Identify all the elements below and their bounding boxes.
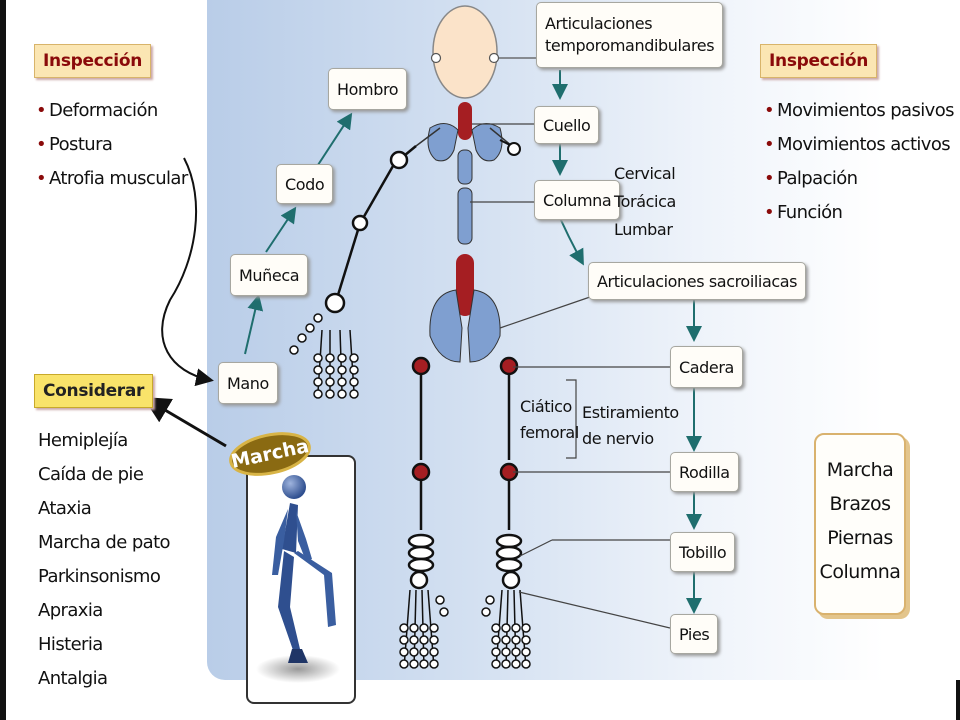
spine xyxy=(456,149,474,316)
gait-card xyxy=(246,455,356,704)
list-item: Función xyxy=(764,196,954,230)
cuello-box: Cuello xyxy=(534,106,600,144)
pelvis xyxy=(429,289,501,363)
list-item: Antalgia xyxy=(38,668,108,689)
list-item: Ataxia xyxy=(38,498,92,519)
flow-arrows xyxy=(244,70,702,614)
estiramiento-line-1: Estiramiento xyxy=(582,403,679,422)
estiramiento-line-2: de nervio xyxy=(582,429,654,448)
list-item: Columna xyxy=(819,561,901,583)
list-item: Movimientos pasivos xyxy=(764,94,954,128)
connector-lines xyxy=(470,123,671,629)
hombro-box: Hombro xyxy=(328,68,408,110)
left-inspection-list: Deformación Postura Atrofia muscular xyxy=(36,94,188,196)
ciatico-label: Ciático femoral xyxy=(520,394,579,446)
list-item: Brazos xyxy=(829,493,892,515)
list-item: Deformación xyxy=(36,94,188,128)
list-item: Movimientos activos xyxy=(764,128,954,162)
walking-figure-icon xyxy=(256,475,340,683)
inspection-to-mano-arrow xyxy=(161,157,214,387)
region-toracica: Torácica xyxy=(614,192,676,211)
list-item: Atrofia muscular xyxy=(36,162,188,196)
list-item: Piernas xyxy=(827,527,893,549)
marcha-badge-shape xyxy=(229,432,311,476)
left-leg-skeleton xyxy=(399,356,449,669)
ciatico-line-1: Ciático xyxy=(520,397,572,416)
summary-box: Marcha Brazos Piernas Columna xyxy=(814,433,906,615)
left-arm-skeleton xyxy=(289,145,417,399)
estiramiento-label: Estiramiento de nervio xyxy=(582,400,679,452)
shoulders xyxy=(415,123,513,162)
region-lumbar: Lumbar xyxy=(614,220,673,239)
columna-regions: Cervical Torácica Lumbar xyxy=(614,160,676,244)
rodilla-box: Rodilla xyxy=(670,452,739,492)
considerar-list: Hemiplejía Caída de pie Ataxia Marcha de… xyxy=(38,424,171,696)
right-arm-stub xyxy=(499,139,521,156)
right-leg-skeleton xyxy=(481,356,531,669)
right-inspection-tag: Inspección xyxy=(760,44,878,78)
left-frame-border xyxy=(0,0,6,720)
pies-box: Pies xyxy=(670,614,719,654)
marcha-to-considerar-arrow xyxy=(142,396,227,448)
list-item: Histeria xyxy=(38,634,103,655)
mano-box: Mano xyxy=(218,362,278,404)
list-item: Apraxia xyxy=(38,600,103,621)
considerar-tag: Considerar xyxy=(34,374,154,408)
tobillo-box: Tobillo xyxy=(670,532,736,572)
sacroiliacas-box: Articulaciones sacroiliacas xyxy=(588,262,807,300)
left-inspection-tag: Inspección xyxy=(34,44,152,78)
marcha-badge: Marcha xyxy=(224,424,315,485)
list-item: Marcha xyxy=(826,459,894,481)
ciatico-line-2: femoral xyxy=(520,423,579,442)
columna-box: Columna xyxy=(534,180,621,220)
region-cervical: Cervical xyxy=(614,164,676,183)
list-item: Palpación xyxy=(764,162,954,196)
list-item: Postura xyxy=(36,128,188,162)
atm-line-2: temporomandibulares xyxy=(545,36,715,55)
atm-box: Articulaciones temporomandibulares xyxy=(536,2,724,68)
atm-line-1: Articulaciones xyxy=(545,14,653,33)
list-item: Caída de pie xyxy=(38,464,144,485)
right-inspection-list: Movimientos pasivos Movimientos activos … xyxy=(764,94,954,230)
codo-box: Codo xyxy=(276,164,334,204)
cadera-box: Cadera xyxy=(670,346,743,388)
neck-joint-red xyxy=(458,102,472,140)
list-item: Hemiplejía xyxy=(38,430,128,451)
muneca-box: Muñeca xyxy=(230,254,309,296)
list-item: Parkinsonismo xyxy=(38,566,161,587)
list-item: Marcha de pato xyxy=(38,532,171,553)
summary-list: Marcha Brazos Piernas Columna xyxy=(816,453,904,589)
head xyxy=(430,5,500,99)
